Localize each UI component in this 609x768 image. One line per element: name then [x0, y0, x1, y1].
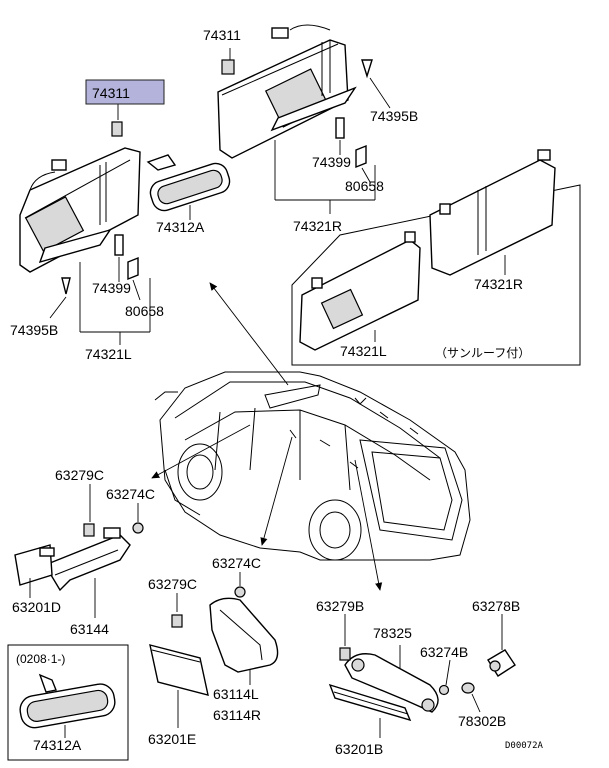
grab-handle-63144[interactable] [14, 527, 131, 592]
label-sunroof-note: （サンルーフ付） [435, 346, 530, 360]
label-80658-left: 80658 [125, 303, 164, 319]
label-63279b: 63279B [316, 598, 364, 614]
label-74312a-inset: 74312A [33, 737, 82, 753]
clip-74399-right [335, 117, 345, 139]
bolt-63279c-b [171, 614, 183, 628]
direction-arrows [151, 282, 383, 591]
rear-view-mirror-inset[interactable] [18, 673, 117, 730]
highlight-box-74311 [85, 79, 165, 105]
label-63201b: 63201B [335, 741, 383, 757]
label-74395b-right: 74395B [370, 108, 418, 124]
label-74321l-left: 74321L [85, 346, 132, 362]
label-74312a-top: 74312A [156, 219, 205, 235]
hook-63278b [487, 649, 516, 677]
label-78302b: 78302B [458, 713, 506, 729]
clip-74399-left [114, 234, 124, 256]
label-63279c-a: 63279C [55, 467, 104, 483]
label-63201d: 63201D [12, 599, 61, 615]
bolt-63274c-a [132, 522, 144, 534]
inset-box [7, 644, 129, 761]
label-63278b: 63278B [472, 598, 520, 614]
leader-lines [29, 48, 506, 738]
label-80658-right: 80658 [345, 178, 384, 194]
bolt-63274c-b [234, 586, 246, 598]
clip-80658-right [355, 144, 367, 169]
rear-view-mirror-top[interactable] [146, 154, 232, 214]
label-63274b: 63274B [420, 644, 468, 660]
bracket-63201e [149, 644, 209, 696]
label-74399-left: 74399 [92, 280, 131, 296]
clip-80658-left [127, 256, 139, 281]
label-74399-right: 74399 [312, 154, 351, 170]
sunroof-box [291, 184, 581, 366]
label-74321l-sunroof: 74321L [340, 343, 387, 359]
label-74311-highlight: 74311 [92, 85, 130, 101]
sun-visor-right[interactable] [217, 24, 357, 159]
label-63144: 63144 [70, 621, 109, 637]
label-74311-right: 74311 [203, 27, 241, 43]
label-78325: 78325 [373, 625, 412, 641]
vehicle-outline [154, 371, 471, 561]
label-74321r-right: 74321R [293, 218, 342, 234]
label-diagram-code: D00072A [505, 741, 544, 751]
label-63114r: 63114R [213, 707, 261, 723]
cap-78302b [461, 682, 475, 694]
label-inset-date: (0208·1-) [16, 652, 65, 666]
label-63114l: 63114L [213, 686, 259, 702]
screw-74395b-left [61, 277, 71, 295]
sun-visor-sunroof-right[interactable] [429, 149, 556, 276]
label-63279c-b: 63279C [148, 576, 197, 592]
sun-visor-left[interactable] [19, 121, 141, 273]
grab-handle-63114[interactable] [209, 597, 279, 673]
bolt-63279b [339, 647, 351, 661]
label-74321r-sunroof: 74321R [474, 276, 523, 292]
screw-74395b-right [361, 59, 373, 79]
label-63201e: 63201E [148, 731, 196, 747]
labels: 74311 74311 74395B 74395B 74399 74399 80… [10, 27, 544, 757]
grab-handle-78325[interactable] [344, 653, 439, 713]
bolt-63279c-a [83, 523, 95, 537]
label-63274c-b: 63274C [212, 555, 261, 571]
label-74395b-left: 74395B [10, 322, 58, 338]
bolt-63274b [438, 684, 450, 696]
label-63274c-a: 63274C [106, 486, 155, 502]
bracket-63201b [328, 683, 412, 722]
sun-visor-sunroof-left[interactable] [299, 231, 421, 351]
